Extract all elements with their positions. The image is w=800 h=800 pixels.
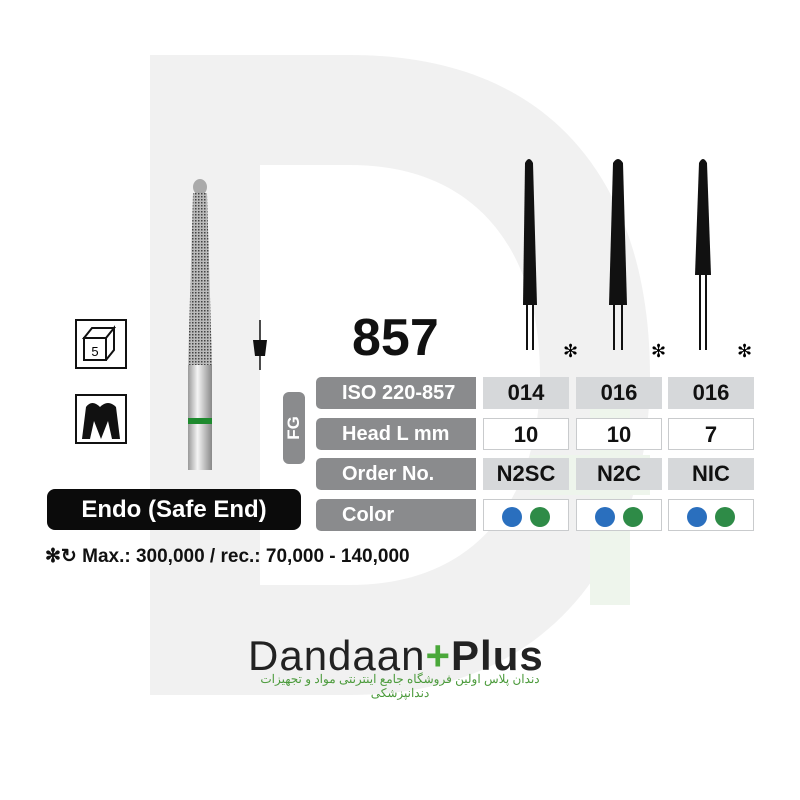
green-dot — [530, 507, 550, 528]
order-no-cell: N2SC — [483, 458, 569, 490]
order-no-cell: NIC — [668, 458, 754, 490]
bur-shape-icon — [253, 320, 267, 370]
green-dot — [623, 507, 643, 528]
asterisk-icon: ✻ — [563, 341, 578, 361]
order-no-cell: N2C — [576, 458, 662, 490]
model-number: 857 — [352, 309, 439, 367]
color-cell — [668, 499, 754, 531]
bur-image — [188, 179, 212, 470]
speed-info: ✻↻ Max.: 300,000 / rec.: 70,000 - 140,00… — [45, 546, 410, 567]
iso-cell: 016 — [576, 377, 662, 409]
svg-text:5: 5 — [91, 344, 98, 359]
iso-cell: 014 — [483, 377, 569, 409]
blue-dot — [687, 507, 707, 528]
pack-box-icon: 5 — [75, 319, 127, 369]
tooth-icon — [75, 394, 127, 444]
row-label-order-no: Order No. — [316, 458, 476, 490]
bur-silhouettes: ✻ ✻ ✻ — [523, 159, 752, 361]
row-label-iso: ISO 220-857 — [316, 377, 476, 409]
color-cell — [576, 499, 662, 531]
brand-tagline: دندان پلاس اولین فروشگاه جامع اینترنتی م… — [260, 672, 540, 700]
iso-cell: 016 — [668, 377, 754, 409]
row-label-head-length: Head L mm — [316, 418, 476, 450]
shank-type-label: FG — [283, 392, 305, 464]
row-label-color: Color — [316, 499, 476, 531]
head-length-cell: 10 — [576, 418, 662, 450]
blue-dot — [502, 507, 522, 528]
brand-logo: Dandaan+Plus — [248, 632, 544, 679]
green-dot — [715, 507, 735, 528]
color-cell — [483, 499, 569, 531]
asterisk-icon: ✻ — [45, 546, 61, 567]
head-length-cell: 7 — [668, 418, 754, 450]
asterisk-icon: ✻ — [737, 341, 752, 361]
rotation-icon: ↻ — [60, 546, 77, 567]
head-length-cell: 10 — [483, 418, 569, 450]
watermark-logo — [150, 55, 650, 695]
asterisk-icon: ✻ — [651, 341, 666, 361]
blue-dot — [595, 507, 615, 528]
product-name: Endo (Safe End) — [47, 489, 301, 530]
